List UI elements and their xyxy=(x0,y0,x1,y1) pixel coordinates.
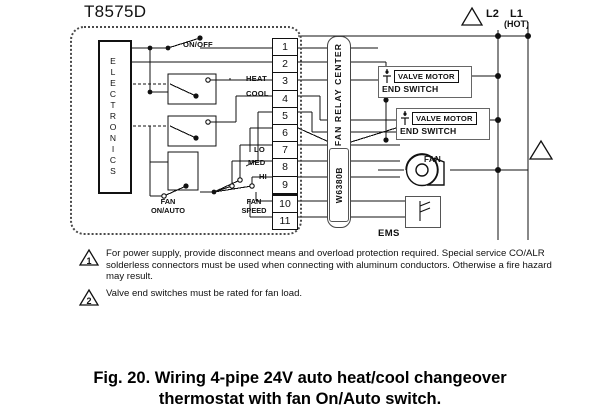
figure-caption: Fig. 20. Wiring 4-pipe 24V auto heat/coo… xyxy=(20,368,580,410)
end-switch-label: END SWITCH xyxy=(400,126,457,136)
label-med: MED xyxy=(248,158,266,167)
power-label-hot: (HOT) xyxy=(504,19,529,29)
note-2-text: Valve end switches must be rated for fan… xyxy=(106,287,303,299)
terminal-6[interactable]: 6 xyxy=(272,123,298,142)
label-fan-on-auto-line2: ON/AUTO xyxy=(151,206,185,215)
valve-motor-label: VALVE MOTOR xyxy=(412,111,477,125)
note-marker-2-number: 2 xyxy=(86,295,92,306)
page-title: T8575D xyxy=(84,2,147,21)
label-fan-on-auto-line1: FAN xyxy=(160,197,176,206)
label-cool: COOL xyxy=(246,89,269,98)
electronics-letter: C xyxy=(109,155,117,165)
electronics-label: E L E C T R O N I C S xyxy=(101,56,125,177)
valve-motor-label: VALVE MOTOR xyxy=(394,69,459,83)
relay-part-number: W6380B xyxy=(334,166,344,204)
electronics-letter: E xyxy=(110,56,116,66)
valve-motor-row: VALVE MOTOR xyxy=(382,69,468,83)
electronics-letter: C xyxy=(109,89,117,99)
valve-motor-block-2: VALVE MOTOR END SWITCH xyxy=(396,108,490,140)
terminal-2[interactable]: 2 xyxy=(272,55,298,73)
electronics-letter: O xyxy=(109,122,117,132)
note-marker-1-icon: 1 xyxy=(78,248,100,267)
thermostat-enclosure xyxy=(70,26,302,235)
terminal-4[interactable]: 4 xyxy=(272,89,298,107)
fan-relay-center-label: FAN RELAY CENTER xyxy=(327,36,349,154)
warning-triangle-1-number: 1 xyxy=(460,6,600,27)
note-item: 1 For power supply, provide disconnect m… xyxy=(78,248,558,283)
label-lo: LO xyxy=(254,145,265,154)
power-label-l2: L2 xyxy=(486,8,499,20)
electronics-letter: R xyxy=(109,111,117,121)
end-switch-label: END SWITCH xyxy=(382,84,439,94)
valve-motor-symbol-icon xyxy=(400,111,410,125)
electronics-letter: L xyxy=(110,67,116,77)
terminal-strip: 1 2 3 4 5 6 7 8 9 10 11 xyxy=(272,38,298,231)
terminal-1[interactable]: 1 xyxy=(272,38,298,56)
terminal-9[interactable]: 9 xyxy=(272,175,298,193)
terminal-11[interactable]: 11 xyxy=(272,211,298,231)
notes-section: 1 For power supply, provide disconnect m… xyxy=(78,248,558,310)
electronics-letter: N xyxy=(109,133,117,143)
terminal-3[interactable]: 3 xyxy=(272,72,298,90)
warning-triangle-2-icon: 2 xyxy=(528,139,600,161)
terminal-8[interactable]: 8 xyxy=(272,158,298,176)
electronics-letter: T xyxy=(110,100,116,110)
electronics-block xyxy=(98,40,132,194)
warning-triangle-1-icon: 1 xyxy=(460,6,600,27)
label-fan-speed-line2: SPEED xyxy=(241,206,267,215)
note-item: 2 Valve end switches must be rated for f… xyxy=(78,288,558,307)
fan-relay-center-title: FAN RELAY CENTER xyxy=(333,43,343,147)
valve-motor-symbol-icon xyxy=(382,69,392,83)
valve-motor-row: VALVE MOTOR xyxy=(400,111,486,125)
electronics-letter: I xyxy=(111,144,115,154)
label-fan-speed: FAN SPEED xyxy=(230,197,278,215)
figure-caption-line1: Fig. 20. Wiring 4-pipe 24V auto heat/coo… xyxy=(93,369,507,387)
label-fan-speed-line1: FAN xyxy=(246,197,262,206)
label-fan-on-auto: FAN ON/AUTO xyxy=(141,197,195,215)
terminal-10[interactable]: 10 xyxy=(272,192,298,212)
label-on-off: ON/OFF xyxy=(183,40,213,49)
figure-caption-line2: thermostat with fan On/Auto switch. xyxy=(158,390,442,408)
warning-triangle-2-number: 2 xyxy=(528,139,600,161)
terminal-7[interactable]: 7 xyxy=(272,141,298,159)
power-label-l1: L1 xyxy=(510,8,523,20)
electronics-letter: S xyxy=(110,166,116,176)
note-marker-2-icon: 2 xyxy=(78,288,100,307)
fan-label: FAN xyxy=(424,155,442,164)
terminal-5[interactable]: 5 xyxy=(272,106,298,124)
ems-box xyxy=(405,196,441,228)
relay-part-number-box: W6380B xyxy=(329,148,349,222)
note-marker-1-number: 1 xyxy=(86,256,92,266)
note-1-text: For power supply, provide disconnect mea… xyxy=(106,248,552,283)
fan-blower-icon xyxy=(404,152,450,188)
label-hi: HI xyxy=(259,172,267,181)
ems-label: EMS xyxy=(378,228,400,239)
valve-motor-block-1: VALVE MOTOR END SWITCH xyxy=(378,66,472,98)
electronics-letter: E xyxy=(110,78,116,88)
label-heat: HEAT xyxy=(246,74,267,83)
